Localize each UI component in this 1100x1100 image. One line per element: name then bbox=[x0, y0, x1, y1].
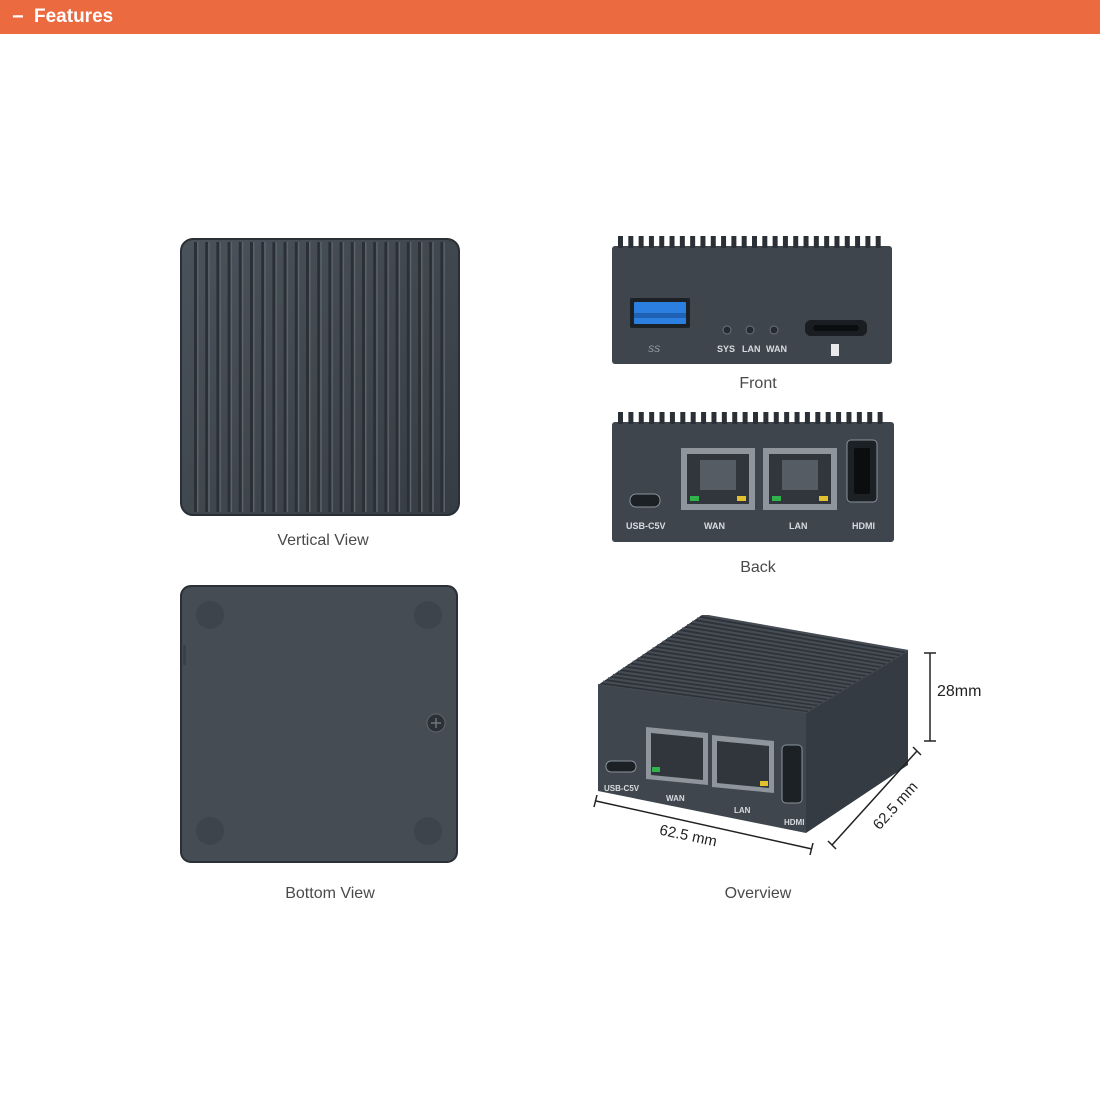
lan-port-label: LAN bbox=[789, 521, 808, 531]
features-section-header[interactable]: − Features bbox=[0, 0, 1100, 34]
depth-dimension: 62.5 mm bbox=[870, 779, 922, 834]
back-view-caption: Back bbox=[740, 559, 776, 576]
overview-image: USB-C5V WAN LAN HDMI 28mm 62.5 mm 62.5 m… bbox=[590, 613, 1000, 860]
vertical-view-image bbox=[180, 238, 460, 516]
front-view-image: SS SYS LAN WAN bbox=[612, 236, 892, 364]
lan-led-label: LAN bbox=[742, 344, 761, 354]
minus-icon: − bbox=[12, 5, 24, 28]
front-view-caption: Front bbox=[739, 375, 777, 392]
overview-hdmi-label: HDMI bbox=[784, 818, 804, 827]
back-view-image: USB-C5V WAN LAN HDMI bbox=[612, 412, 894, 542]
bottom-view-caption: Bottom View bbox=[285, 885, 375, 902]
usb3-label: SS bbox=[648, 344, 660, 354]
hdmi-label: HDMI bbox=[852, 521, 875, 531]
wan-port-label: WAN bbox=[704, 521, 725, 531]
usbc-label: USB-C5V bbox=[626, 521, 666, 531]
wan-led-label: WAN bbox=[766, 344, 787, 354]
overview-usbc-label: USB-C5V bbox=[604, 784, 640, 793]
overview-lan-label: LAN bbox=[734, 806, 751, 815]
overview-caption: Overview bbox=[724, 885, 792, 902]
height-dimension: 28mm bbox=[937, 683, 981, 700]
vertical-view-caption: Vertical View bbox=[277, 532, 369, 549]
bottom-view-image bbox=[180, 585, 458, 863]
sys-label: SYS bbox=[717, 344, 735, 354]
section-title: Features bbox=[34, 6, 114, 27]
overview-wan-label: WAN bbox=[666, 794, 685, 803]
